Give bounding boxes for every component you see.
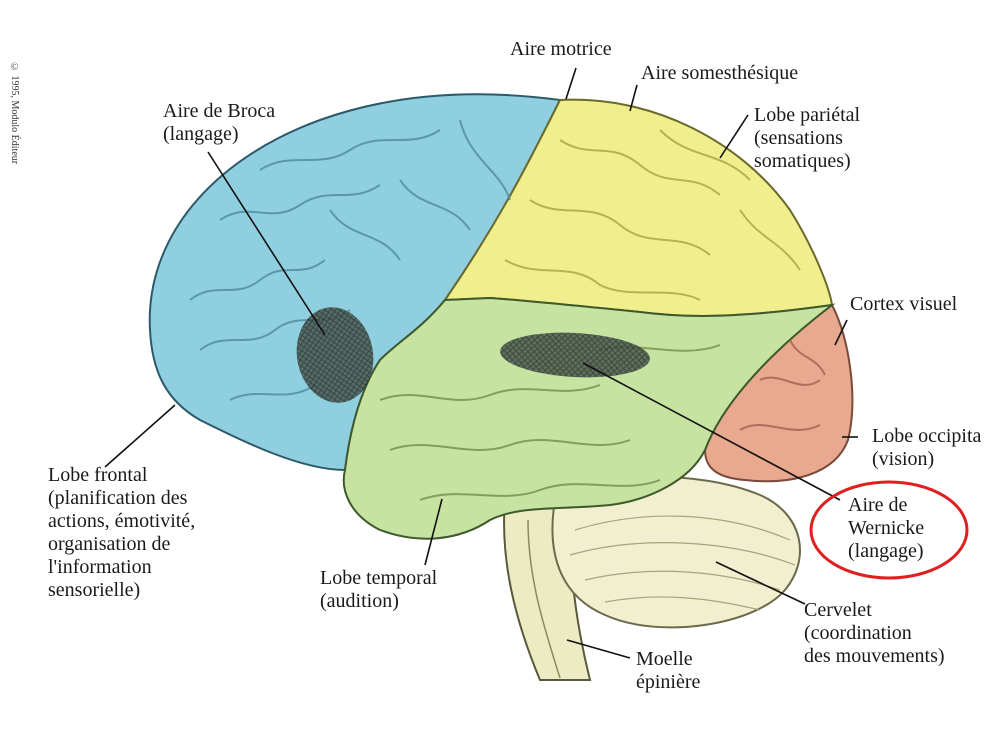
label-moelle-epiniere: Moelle épinière — [636, 648, 700, 694]
label-cervelet: Cervelet (coordination des mouvements) — [804, 599, 945, 668]
label-aire-motrice: Aire motrice — [510, 38, 612, 61]
label-aire-de-broca: Aire de Broca (langage) — [163, 100, 275, 146]
label-lobe-parietal: Lobe pariétal (sensations somatiques) — [754, 104, 860, 173]
label-aire-somesthesique: Aire somesthésique — [641, 62, 798, 85]
label-aire-de-wernicke: Aire de Wernicke (langage) — [848, 494, 924, 563]
label-lobe-occipital: Lobe occipita (vision) — [872, 425, 981, 471]
label-lobe-frontal: Lobe frontal (planification des actions,… — [48, 464, 195, 602]
label-lobe-temporal: Lobe temporal (audition) — [320, 567, 437, 613]
copyright-notice: © 1995, Modulo Éditeur — [0, 62, 20, 222]
label-cortex-visuel: Cortex visuel — [850, 293, 957, 316]
